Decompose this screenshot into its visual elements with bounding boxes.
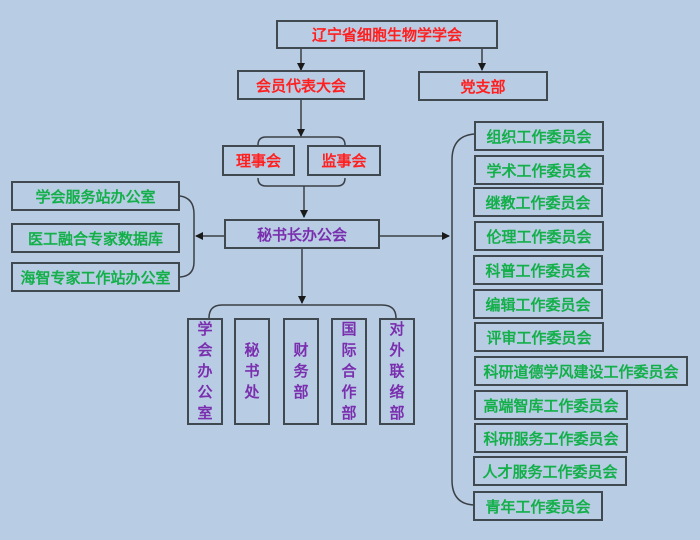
- committee-label: 编辑工作委员会: [485, 295, 591, 314]
- bracket-departments: [208, 304, 397, 319]
- supervisors-box: 监事会: [307, 145, 381, 176]
- department-char: 作: [341, 383, 357, 401]
- committee-9: 高端智库工作委员会: [474, 390, 628, 420]
- department-char: 国: [341, 320, 357, 338]
- committee-label: 伦理工作委员会: [486, 227, 592, 246]
- committee-label: 青年工作委员会: [485, 497, 591, 516]
- committee-10: 科研服务工作委员会: [474, 423, 628, 453]
- council-label: 理事会: [235, 152, 281, 170]
- department-char: 部: [293, 383, 309, 401]
- committee-3: 继教工作委员会: [473, 187, 603, 217]
- secretariat-box: 秘书长办公会: [224, 219, 380, 249]
- committee-label: 科研服务工作委员会: [483, 429, 619, 448]
- committee-label: 评审工作委员会: [486, 328, 592, 347]
- left-office-label: 医工融合专家数据库: [27, 229, 163, 248]
- department-char: 书: [244, 362, 260, 380]
- committee-5: 科普工作委员会: [473, 255, 603, 285]
- bracket-boards-bottom: [257, 177, 346, 187]
- supervisors-label: 监事会: [321, 152, 367, 170]
- department-2: 秘书处: [234, 318, 270, 425]
- committee-label: 人才服务工作委员会: [482, 462, 618, 481]
- committee-6: 编辑工作委员会: [473, 289, 603, 319]
- committee-label: 组织工作委员会: [486, 127, 592, 146]
- committee-label: 学术工作委员会: [486, 161, 592, 180]
- congress-box: 会员代表大会: [237, 70, 365, 100]
- department-char: 学: [197, 320, 213, 338]
- department-char: 部: [341, 404, 357, 422]
- committee-4: 伦理工作委员会: [474, 221, 604, 251]
- department-char: 络: [389, 383, 405, 401]
- department-char: 财: [293, 341, 309, 359]
- committee-8: 科研道德学风建设工作委员会: [474, 356, 688, 386]
- congress-label: 会员代表大会: [255, 76, 346, 95]
- party-branch-box: 党支部: [418, 71, 548, 101]
- bracket-committees: [451, 133, 475, 506]
- department-char: 办: [197, 362, 213, 380]
- department-char: 合: [341, 362, 357, 380]
- department-char: 公: [197, 383, 213, 401]
- committee-label: 高端智库工作委员会: [483, 396, 619, 415]
- department-char: 部: [389, 404, 405, 422]
- department-char: 秘: [244, 341, 260, 359]
- department-char: 处: [244, 383, 260, 401]
- left-office-label: 海智专家工作站办公室: [20, 268, 171, 287]
- department-3: 财务部: [283, 318, 319, 425]
- org-title: 辽宁省细胞生物学学会: [311, 26, 462, 44]
- left-office-1: 学会服务站办公室: [11, 181, 180, 211]
- party-branch-label: 党支部: [460, 77, 506, 96]
- committee-7: 评审工作委员会: [474, 322, 604, 352]
- bracket-left-offices: [179, 195, 195, 278]
- bracket-boards-top: [257, 136, 346, 157]
- committee-label: 科普工作委员会: [485, 261, 591, 280]
- committee-label: 科研道德学风建设工作委员会: [483, 362, 679, 381]
- org-title-box: 辽宁省细胞生物学学会: [276, 20, 498, 49]
- department-char: 务: [293, 362, 309, 380]
- committee-12: 青年工作委员会: [473, 491, 603, 521]
- left-office-3: 海智专家工作站办公室: [11, 262, 180, 292]
- committee-label: 继教工作委员会: [485, 193, 591, 212]
- department-4: 国际合作部: [331, 318, 367, 425]
- committee-1: 组织工作委员会: [474, 121, 604, 151]
- committee-11: 人才服务工作委员会: [473, 456, 627, 486]
- department-1: 学会办公室: [187, 318, 223, 425]
- council-box: 理事会: [222, 145, 295, 176]
- left-office-2: 医工融合专家数据库: [11, 223, 180, 253]
- department-char: 联: [389, 362, 405, 380]
- department-char: 外: [389, 341, 405, 359]
- committee-2: 学术工作委员会: [474, 155, 604, 185]
- department-char: 际: [341, 341, 357, 359]
- secretariat-label: 秘书长办公会: [256, 225, 347, 244]
- left-office-label: 学会服务站办公室: [35, 187, 156, 206]
- department-char: 会: [197, 341, 213, 359]
- department-char: 对: [389, 320, 405, 338]
- department-char: 室: [197, 404, 213, 422]
- department-5: 对外联络部: [379, 318, 415, 425]
